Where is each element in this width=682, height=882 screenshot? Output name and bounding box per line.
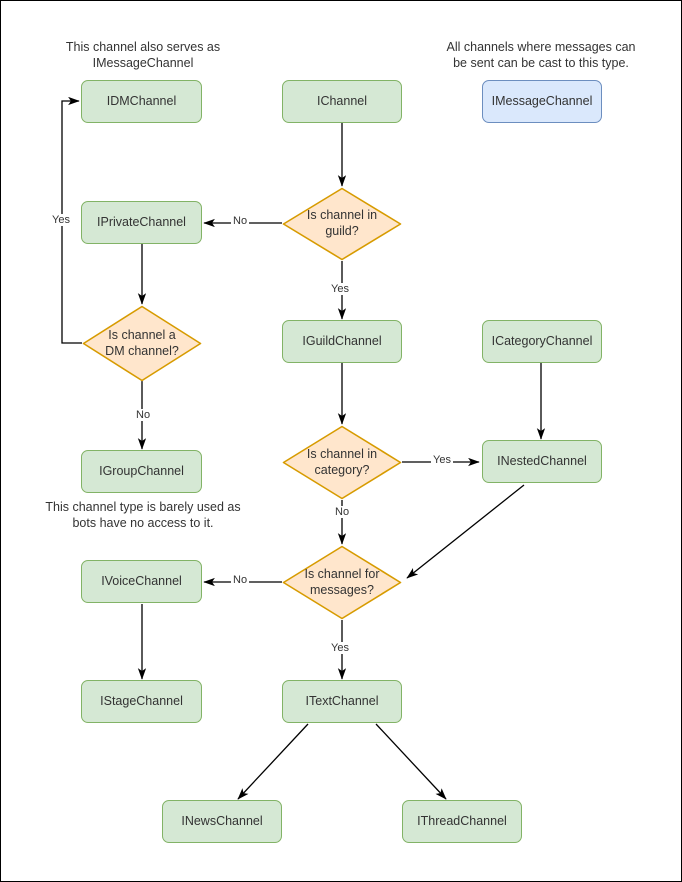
node-istagechannel[interactable]: IStageChannel (81, 680, 202, 723)
note-dm-channel: This channel also serves as IMessageChan… (65, 40, 221, 71)
node-inewschannel-label: INewsChannel (181, 813, 263, 828)
diamond-shape (282, 425, 402, 500)
node-ithreadchannel-label: IThreadChannel (417, 813, 507, 828)
node-iprivatechannel[interactable]: IPrivateChannel (81, 201, 202, 244)
edge-label-messages-yes: Yes (329, 642, 351, 655)
node-inestedchannel-label: INestedChannel (497, 453, 587, 468)
edge-label-category-no: No (333, 506, 352, 519)
node-inewschannel[interactable]: INewsChannel (162, 800, 282, 843)
edge-label-guild-no: No (231, 215, 250, 228)
node-inestedchannel[interactable]: INestedChannel (482, 440, 602, 483)
node-igroupchannel-label: IGroupChannel (99, 463, 184, 478)
node-itextchannel[interactable]: ITextChannel (282, 680, 402, 723)
node-iguildchannel-label: IGuildChannel (302, 333, 382, 348)
node-imessagechannel[interactable]: IMessageChannel (482, 80, 602, 123)
decision-is-for-messages[interactable]: Is channel for messages? (282, 545, 402, 620)
node-iguildchannel[interactable]: IGuildChannel (282, 320, 402, 363)
node-itextchannel-label: ITextChannel (305, 693, 379, 708)
node-ivoicechannel-label: IVoiceChannel (101, 573, 182, 588)
edge-itextchannel-to-inewschannel (237, 723, 309, 800)
diamond-shape (282, 545, 402, 620)
node-ichannel[interactable]: IChannel (282, 80, 402, 123)
edge-inestedchannel-to-isformessages (406, 484, 525, 579)
node-ivoicechannel[interactable]: IVoiceChannel (81, 560, 202, 603)
edge-label-guild-yes: Yes (329, 283, 351, 296)
decision-is-in-category[interactable]: Is channel in category? (282, 425, 402, 500)
node-idmchannel-label: IDMChannel (106, 93, 177, 108)
edge-label-dm-no: No (134, 409, 153, 422)
node-idmchannel[interactable]: IDMChannel (81, 80, 202, 123)
node-imessagechannel-label: IMessageChannel (491, 93, 593, 108)
diamond-shape (82, 305, 202, 382)
decision-is-dm-channel[interactable]: Is channel a DM channel? (82, 305, 202, 382)
note-group-channel: This channel type is barely used as bots… (45, 500, 241, 531)
edge-label-category-yes: Yes (431, 454, 453, 467)
edge-label-messages-no: No (231, 574, 250, 587)
node-icategorychannel[interactable]: ICategoryChannel (482, 320, 602, 363)
node-ithreadchannel[interactable]: IThreadChannel (402, 800, 522, 843)
decision-is-in-category-label: Is channel in category? (306, 446, 378, 477)
node-istagechannel-label: IStageChannel (100, 693, 183, 708)
decision-is-for-messages-label: Is channel for messages? (304, 566, 380, 597)
node-icategorychannel-label: ICategoryChannel (491, 333, 593, 348)
decision-is-dm-channel-label: Is channel a DM channel? (105, 327, 179, 358)
decision-is-in-guild-label: Is channel in guild? (306, 208, 378, 238)
note-message-channel: All channels where messages can be sent … (446, 40, 636, 71)
diamond-shape (282, 187, 402, 261)
decision-is-in-guild[interactable]: Is channel in guild? (282, 187, 402, 261)
node-iprivatechannel-label: IPrivateChannel (97, 214, 186, 229)
edge-label-dm-yes: Yes (50, 214, 72, 227)
edge-itextchannel-to-ithreadchannel (375, 723, 447, 800)
node-igroupchannel[interactable]: IGroupChannel (81, 450, 202, 493)
node-ichannel-label: IChannel (316, 93, 368, 108)
